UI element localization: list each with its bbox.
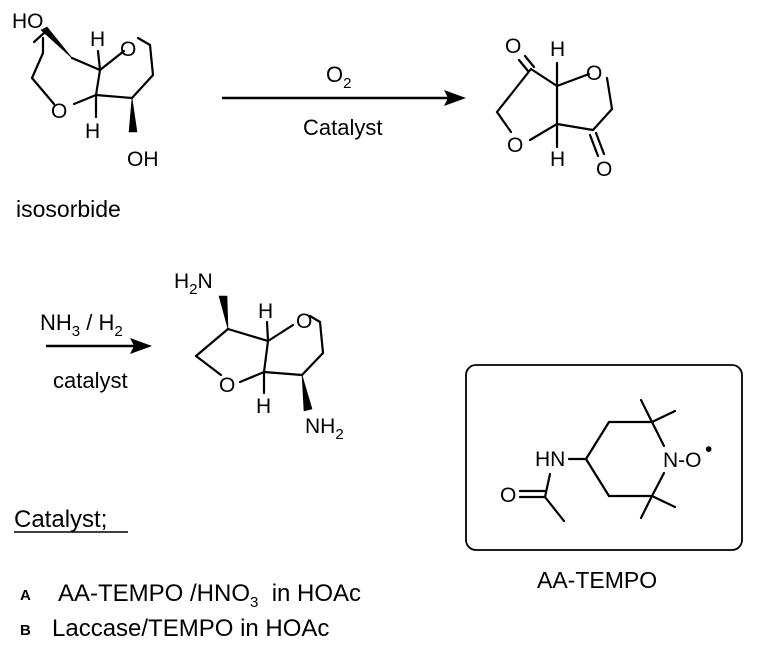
h-label: H [550,148,565,171]
oxygen-label: O [120,38,136,61]
diamine-structure: H2N H O O H NH2 [174,270,344,443]
condition-label: Catalyst [303,115,382,140]
radical-dot: • [705,438,712,461]
compound-name: isosorbide [16,196,121,222]
structure-frame [465,364,743,551]
oxygen-label: O [586,62,602,85]
ketone-oxygen-label: O [505,35,521,58]
legend-letter-b: B [20,622,31,639]
amine-group: H2N [174,270,213,298]
legend-item-a: AA-TEMPO /HNO3 in HOAc [58,580,361,611]
reaction-arrow-1: O2 Catalyst [222,62,466,140]
ho-group: HO [12,10,44,33]
wedge-bond [218,295,229,330]
h-label: H [256,395,271,418]
wedge-bond [40,26,73,59]
legend-letter-a: A [20,587,31,604]
isosorbide-structure: HO H O O H OH isosorbide [12,10,159,222]
h-label: H [90,28,105,51]
aa-tempo-name: AA-TEMPO [537,567,657,593]
h-label: H [85,120,100,143]
oh-group: OH [127,148,159,171]
h-label: H [550,38,565,61]
oxygen-label: O [51,100,67,123]
catalyst-legend: Catalyst; A AA-TEMPO /HNO3 in HOAc B Lac… [14,506,361,642]
ketone-oxygen-label: O [596,158,612,181]
amide-nh-label: HN [535,448,565,471]
aa-tempo-box: HN N-O • O [465,364,743,551]
legend-item-b: Laccase/TEMPO in HOAc [52,615,329,642]
oxygen-label: O [507,134,523,157]
diketone-structure: O H O O H O [495,35,614,181]
oxygen-label: O [219,374,235,397]
reagent-label: O2 [326,62,351,92]
amine-group: NH2 [305,415,344,443]
reagent-label: NH3 / H2 [40,310,123,340]
carbonyl-oxygen-label: O [500,484,516,507]
condition-label: catalyst [53,368,128,393]
h-label: H [258,300,273,323]
oxygen-label: O [296,310,312,333]
legend-heading: Catalyst; [14,506,107,533]
wedge-bond [301,374,313,412]
nitrogen-label: N-O [663,449,702,472]
wedge-bond [128,97,138,133]
reaction-arrow-2: NH3 / H2 catalyst [40,310,152,393]
